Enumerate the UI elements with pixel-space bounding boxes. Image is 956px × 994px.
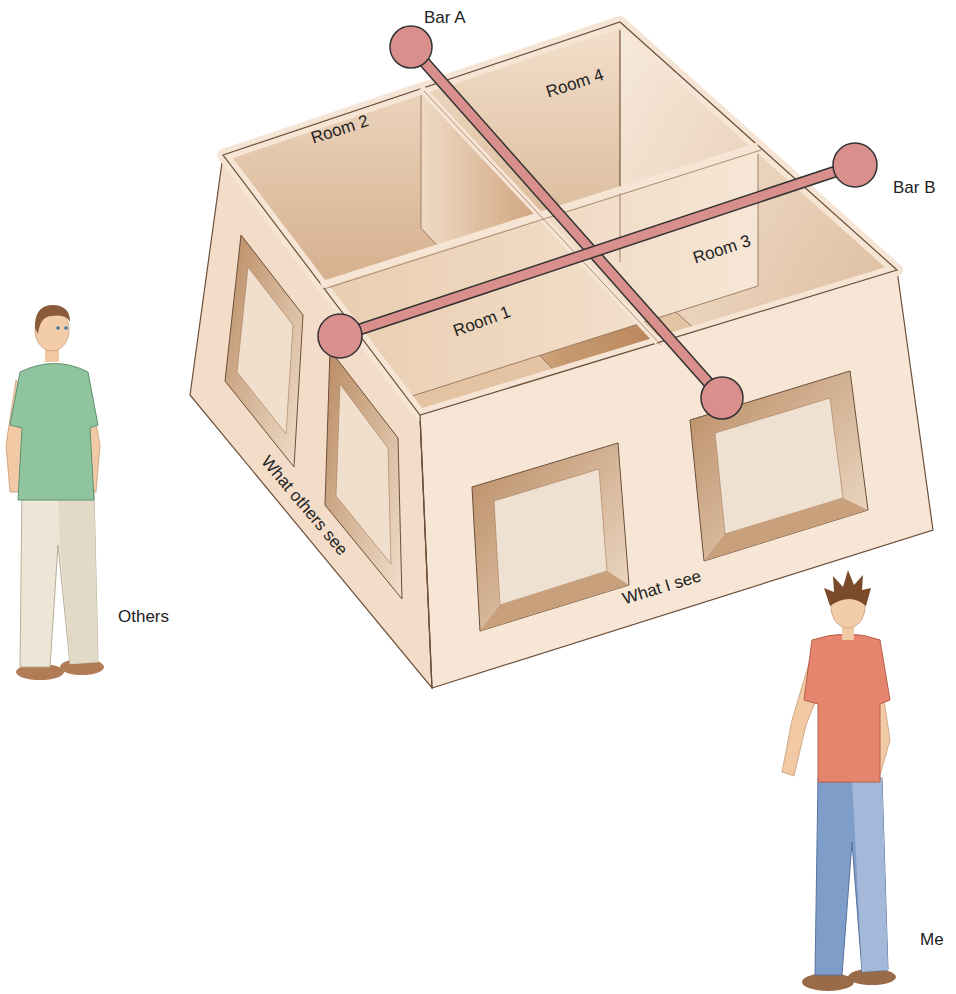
window [472,443,629,631]
window-inner [336,384,391,564]
box-rim-edge [223,22,897,415]
jeans-shade [852,778,888,972]
window-inner [237,267,293,434]
hair [35,305,70,334]
bar [340,165,855,336]
bar-end [318,314,362,358]
bar-end [701,377,743,419]
wall-corner [620,22,621,262]
box-interior [223,22,897,510]
shirt [10,364,98,501]
eye [56,326,60,330]
window [325,350,402,599]
bar-outline [340,165,855,336]
window [225,235,303,467]
bar-label: Bar B [893,178,936,198]
window [690,371,868,561]
shirt [804,634,890,782]
person-me [782,570,896,991]
box-edge [420,415,432,688]
bar-end [833,143,877,187]
box-rim [223,22,897,415]
person-label: Me [920,930,944,950]
person-label: Others [118,607,169,627]
person-others [6,305,104,680]
shoe [802,973,854,991]
bar-label: Bar A [424,8,466,28]
eye [64,326,68,330]
window-sill [704,498,868,561]
pants [20,490,98,667]
hair [824,570,871,606]
divider-edge [424,91,661,345]
window-sill [480,571,629,631]
bar-end [390,26,432,68]
pants-shade [58,490,98,664]
jeans [815,778,888,975]
